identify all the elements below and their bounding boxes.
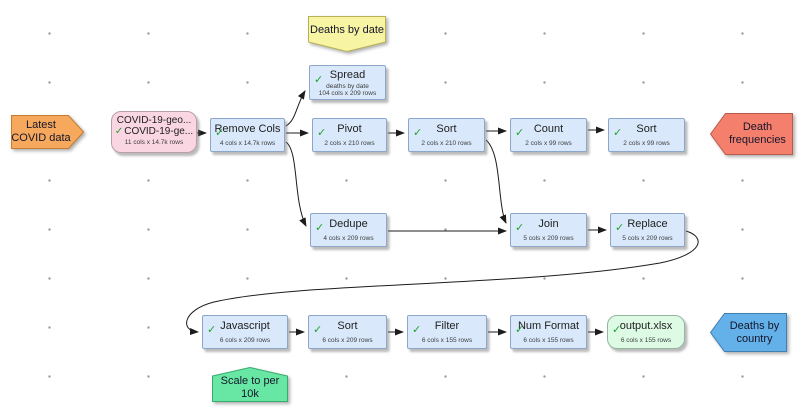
node-count[interactable]: ✓ Count 2 cols x 99 rows	[510, 118, 587, 152]
connector-removecols-spread	[285, 90, 306, 127]
check-icon: ✓	[515, 222, 525, 234]
node-dedupe[interactable]: ✓ Dedupe 4 cols x 209 rows	[310, 213, 387, 247]
check-icon: ✓	[207, 324, 217, 336]
node-title: output.xlsx	[619, 320, 673, 332]
node-stats: 4 cols x 209 rows	[323, 235, 374, 242]
output-marker-label: Deaths by country	[729, 319, 780, 345]
down-banner-shape	[308, 16, 386, 52]
node-title: Sort	[636, 123, 657, 135]
connector-removecols-dedupe	[285, 141, 307, 227]
check-icon: ✓	[615, 222, 625, 234]
check-icon: ✓	[613, 127, 623, 139]
note-label: Deaths by date	[310, 23, 384, 36]
check-icon: ✓	[215, 127, 225, 139]
node-stats: 6 cols x 155 rows	[421, 337, 473, 344]
node-source-covid-data[interactable]: COVID-19-geo... ✓COVID-19-ge... 11 cols …	[111, 111, 197, 153]
up-banner-shape	[212, 367, 288, 402]
check-icon: ✓	[315, 222, 325, 234]
node-title: Remove Cols	[214, 123, 281, 135]
node-stats: 6 cols x 155 rows	[620, 337, 672, 344]
note-deaths-by-date[interactable]: Deaths by date	[308, 16, 386, 52]
check-icon: ✓	[612, 324, 622, 336]
node-title: Replace	[627, 218, 668, 230]
check-icon: ✓	[515, 127, 525, 139]
node-num-format[interactable]: ✓ Num Format 6 cols x 155 rows	[510, 315, 587, 349]
input-marker-latest-covid-data[interactable]: Latest COVID data	[11, 115, 84, 149]
node-title: Join	[538, 218, 559, 230]
check-icon: ✓	[413, 127, 423, 139]
output-marker-death-frequencies[interactable]: Death frequencies	[710, 113, 793, 155]
note-label: Scale to per 10k	[220, 375, 280, 400]
output-marker-deaths-by-country[interactable]: Deaths by country	[710, 313, 787, 352]
node-sort-2[interactable]: ✓ Sort 2 cols x 99 rows	[608, 118, 685, 152]
node-stats: 11 cols x 14.7k rows	[124, 139, 184, 146]
source-file-2: COVID-19-ge...	[124, 126, 194, 137]
node-stats: 5 cols x 209 rows	[622, 235, 673, 242]
node-stats: 2 cols x 99 rows	[525, 140, 572, 147]
node-sort-3[interactable]: ✓ Sort 6 cols x 209 rows	[308, 315, 387, 349]
node-title: Spread	[329, 69, 366, 81]
node-replace[interactable]: ✓ Replace 5 cols x 209 rows	[610, 213, 685, 247]
node-stats: 5 cols x 209 rows	[523, 235, 574, 242]
node-title: Sort	[337, 320, 358, 332]
node-output-xlsx[interactable]: ✓ output.xlsx 6 cols x 155 rows	[607, 315, 685, 349]
node-stats: 6 cols x 155 rows	[523, 337, 574, 344]
node-custom-name: deaths by date	[326, 83, 369, 90]
node-stats: 104 cols x 209 rows	[318, 90, 377, 97]
node-spread[interactable]: ✓ Spread deaths by date 104 cols x 209 r…	[309, 65, 386, 100]
node-title: Dedupe	[329, 218, 368, 230]
node-stats: 6 cols x 209 rows	[219, 337, 271, 344]
node-stats: 2 cols x 210 rows	[421, 140, 472, 147]
node-title: Count	[533, 123, 564, 135]
input-marker-label: Latest COVID data	[11, 119, 71, 144]
node-title: Pivot	[337, 123, 362, 135]
node-stats: 2 cols x 99 rows	[623, 140, 670, 147]
node-stats: 2 cols x 210 rows	[324, 140, 375, 147]
connector-replace-javascript	[186, 230, 699, 336]
node-sort-1[interactable]: ✓ Sort 2 cols x 210 rows	[408, 118, 485, 152]
left-arrow-shape	[710, 113, 793, 155]
right-arrow-shape	[11, 115, 84, 149]
connector-sort-join	[485, 139, 507, 224]
node-title: Sort	[436, 123, 457, 135]
note-scale-to-per-10k[interactable]: Scale to per 10k	[212, 367, 288, 402]
source-file-1: COVID-19-geo...	[116, 115, 192, 126]
check-icon: ✓	[317, 127, 327, 139]
node-filter[interactable]: ✓ Filter 6 cols x 155 rows	[407, 315, 487, 349]
node-join[interactable]: ✓ Join 5 cols x 209 rows	[510, 213, 587, 247]
node-remove-cols[interactable]: ✓ Remove Cols 4 cols x 14.7k rows	[210, 118, 285, 152]
output-marker-label: Death frequencies	[729, 121, 786, 146]
check-icon: ✓	[314, 74, 324, 86]
check-icon: ✓	[114, 125, 124, 137]
node-title: Filter	[434, 320, 460, 332]
node-title: Num Format	[517, 320, 580, 332]
check-icon: ✓	[412, 324, 422, 336]
node-javascript[interactable]: ✓ Javascript 6 cols x 209 rows	[202, 315, 288, 349]
node-stats: 4 cols x 14.7k rows	[219, 140, 276, 147]
node-title: Javascript	[220, 320, 270, 332]
left-arrow-shape	[710, 313, 787, 352]
node-stats: 6 cols x 209 rows	[322, 337, 373, 344]
check-icon: ✓	[515, 324, 525, 336]
node-pivot[interactable]: ✓ Pivot 2 cols x 210 rows	[312, 118, 387, 152]
check-icon: ✓	[313, 324, 323, 336]
